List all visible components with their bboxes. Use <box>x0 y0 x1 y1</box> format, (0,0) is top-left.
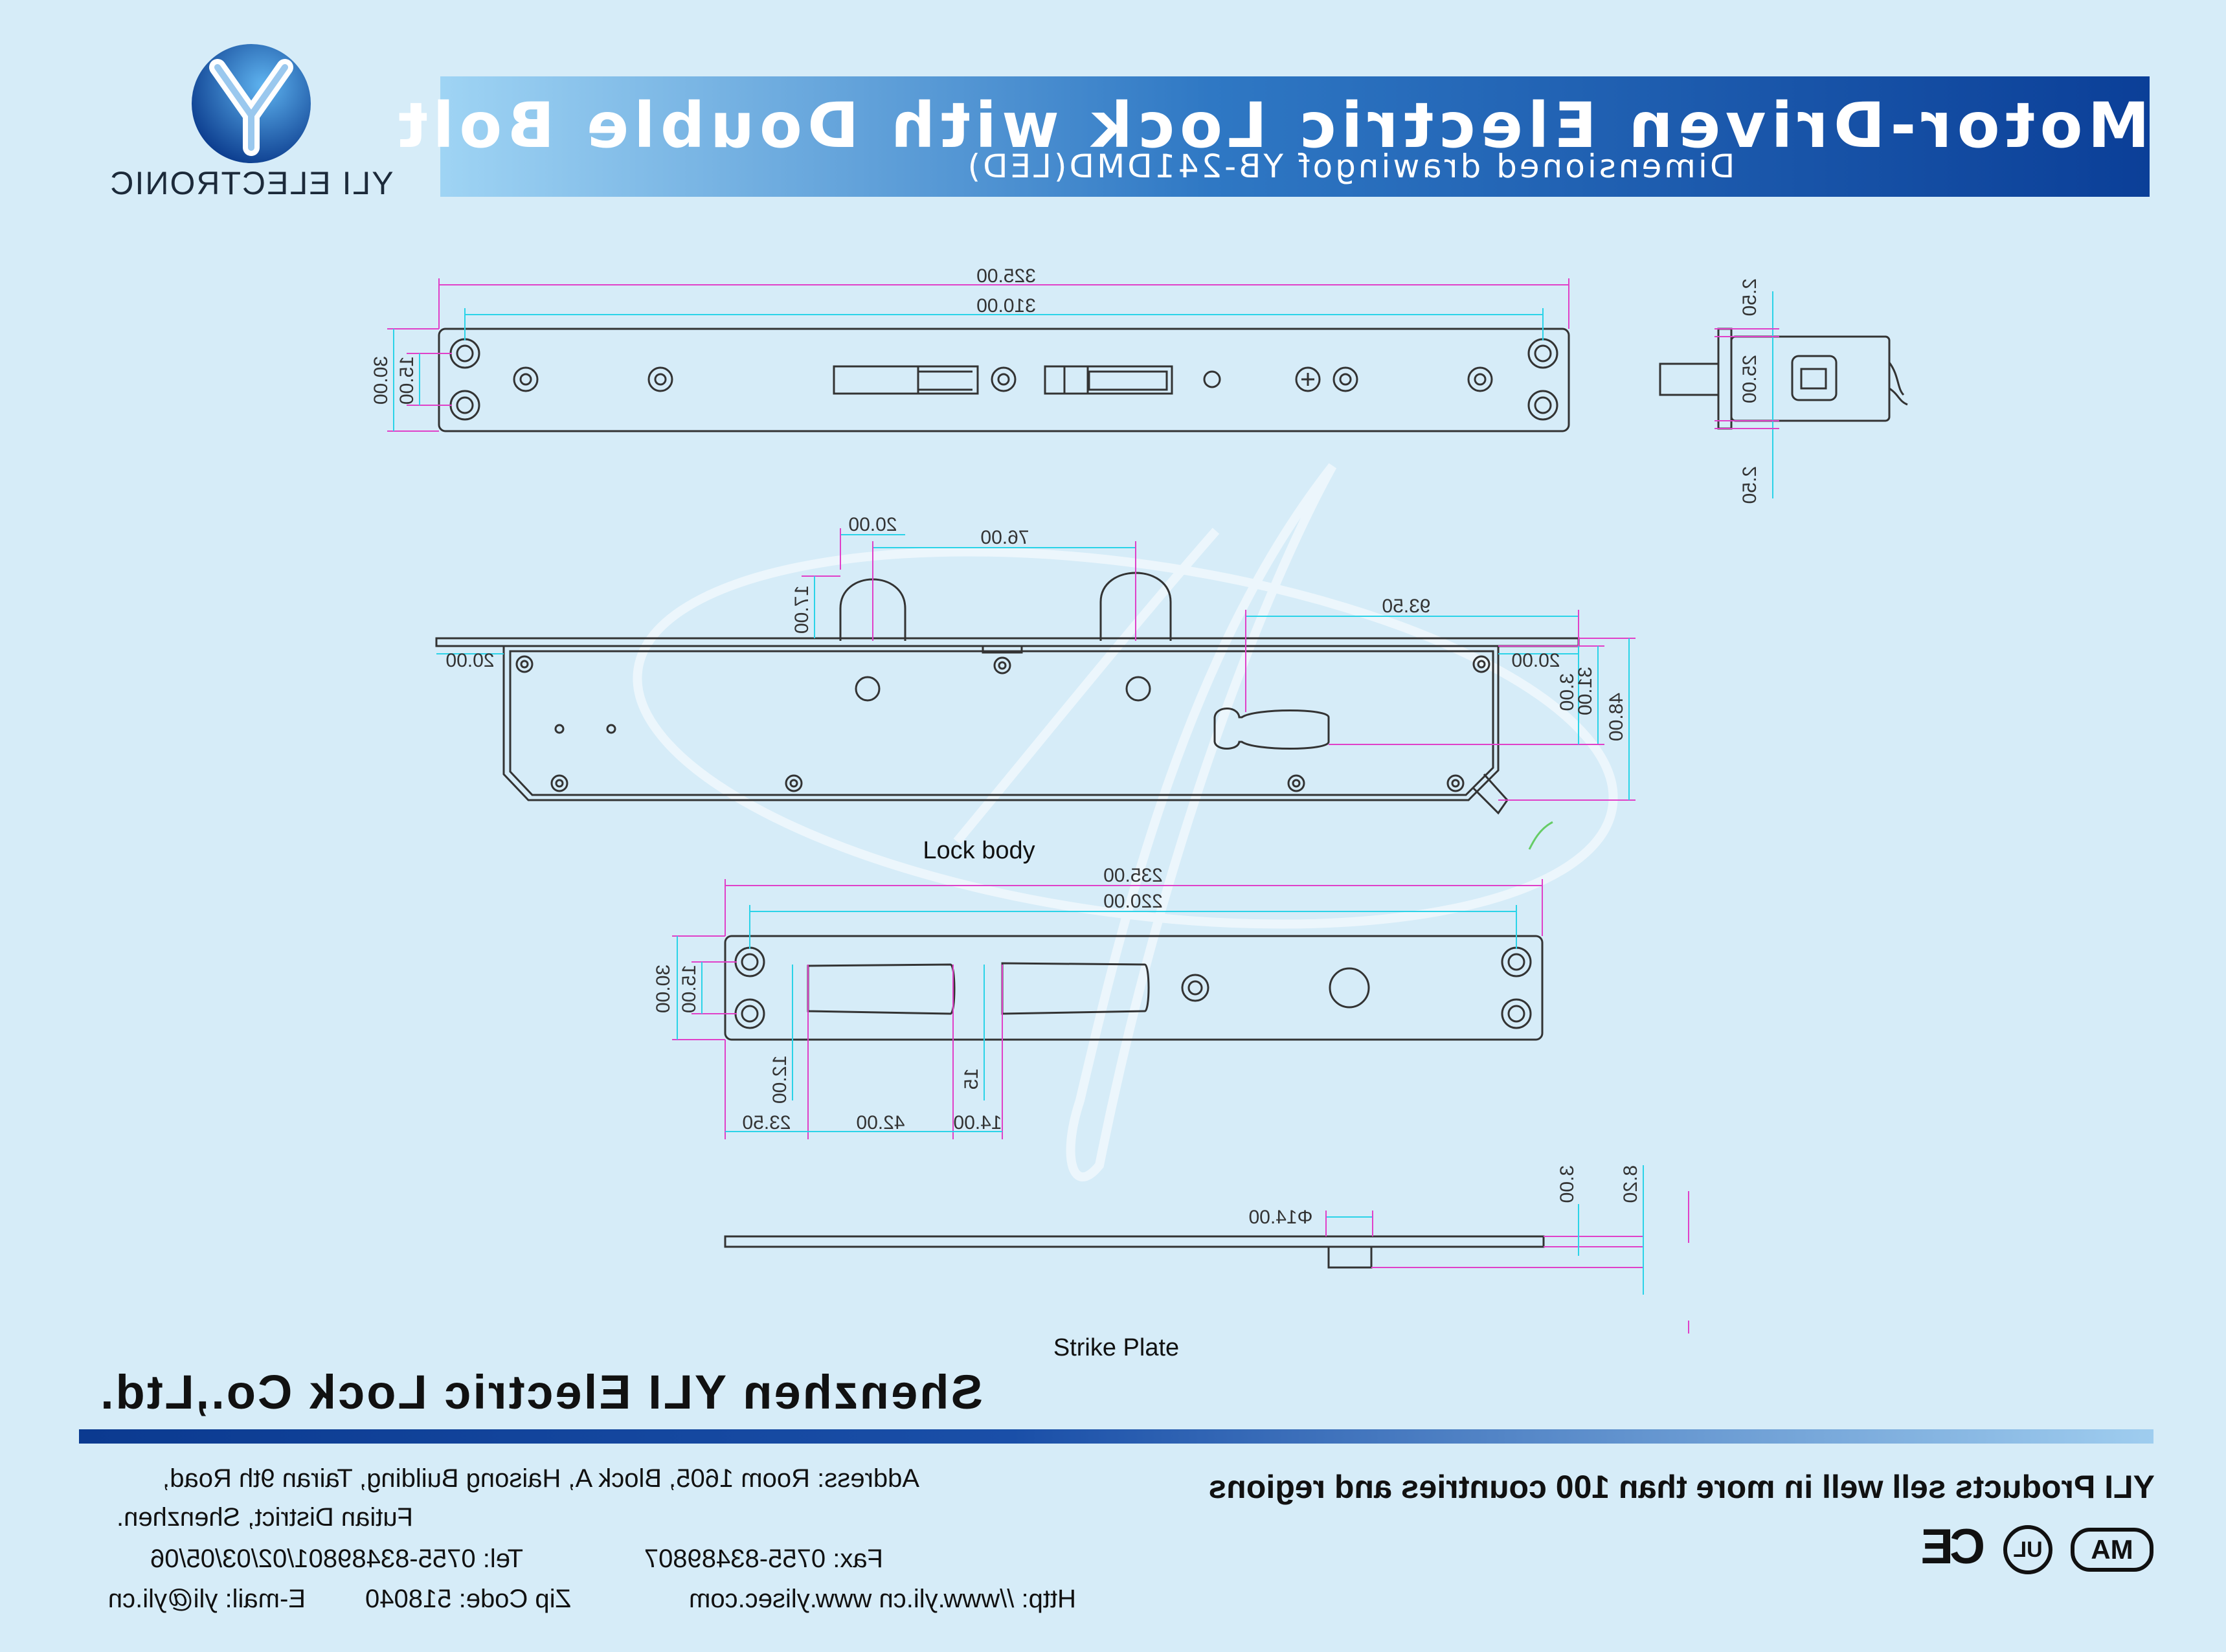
lock-dim-right-margin: 20.00 <box>445 650 494 671</box>
company-name: Shenzhen YLI Electric Lock Co.,Ltd. <box>98 1365 983 1419</box>
zip-code: Zip Code: 518040 <box>365 1585 571 1613</box>
watermark <box>633 463 1618 1182</box>
address-line1: Address: Room 1605, Block A, Haisong Bui… <box>163 1464 919 1493</box>
strike-dim-slot-length: 42.00 <box>856 1112 905 1133</box>
lock-body-dims <box>436 528 1636 801</box>
strike-side-dims <box>1325 1165 1689 1334</box>
address-line2: Futian District, Shenzhen. <box>117 1503 413 1532</box>
lock-dim-bolt-width: 20.00 <box>848 514 897 535</box>
strike-dim-slot-gap: 14.00 <box>953 1112 1002 1133</box>
fax: Fax: 0755-83489807 <box>644 1545 883 1573</box>
top-dim-overall: 325.00 <box>976 265 1036 287</box>
ul-mark-icon: UL <box>2003 1525 2052 1574</box>
side-dim-upper: 2.50 <box>1739 278 1760 316</box>
email: E-mail: yli@yli.cn <box>107 1585 306 1613</box>
slogan: YLI Products sell well in more than 100 … <box>1208 1469 2155 1505</box>
side-view <box>1659 328 1908 430</box>
footer-rule <box>79 1429 2153 1444</box>
strike-dim-slot-offset: 12.00 <box>769 1055 791 1104</box>
tel: Tel: 0755-83489801/02/03/05/06 <box>150 1545 523 1573</box>
strike-plate-dims <box>672 879 1543 1139</box>
strike-dim-thickness-plate: 3.00 <box>1557 1165 1578 1203</box>
website: Http: //www.yli.cn www.ylisec.com <box>689 1585 1076 1613</box>
top-dim-width-outer: 30.00 <box>370 356 392 405</box>
top-view-dims <box>387 278 1569 432</box>
strike-dim-stud: Φ14.00 <box>1248 1207 1312 1228</box>
side-dim-lower: 2.50 <box>1739 466 1760 504</box>
lock-dim-bolt-height: 17.00 <box>791 585 813 634</box>
ce-mark-icon: CE <box>1924 1519 1985 1574</box>
strike-plate-side <box>724 1235 1545 1269</box>
lock-dim-cylinder: 93.50 <box>1382 596 1430 617</box>
strike-plate-label: Strike Plate <box>1053 1334 1179 1361</box>
top-dim-holes: 310.00 <box>976 295 1036 317</box>
side-view-dims <box>1714 291 1779 498</box>
company-logo-icon <box>192 44 311 163</box>
strike-dim-end-offset: 23.50 <box>742 1112 791 1133</box>
strike-dim-width-inner: 15.00 <box>679 965 700 1013</box>
strike-dim-width-outer: 30.00 <box>653 965 674 1013</box>
side-dim-middle: 25.00 <box>1739 355 1760 403</box>
lock-dim-body-height: 48.00 <box>1606 693 1627 741</box>
lock-body <box>435 572 1580 850</box>
cma-mark-icon: MA <box>2071 1528 2153 1572</box>
top-view-faceplate <box>438 328 1570 432</box>
strike-dim-overall: 235.00 <box>1103 865 1163 886</box>
strike-dim-slot-depth: 15 <box>961 1068 982 1089</box>
lock-dim-left-margin: 20.00 <box>1511 650 1560 671</box>
strike-dim-thickness-total: 8.20 <box>1620 1165 1641 1203</box>
strike-dim-holes: 220.00 <box>1103 891 1163 912</box>
lock-dim-upper-a: 31.00 <box>1575 667 1596 715</box>
lock-body-label: Lock body <box>923 837 1035 864</box>
top-dim-width-inner: 15.00 <box>396 356 418 405</box>
lock-dim-upper-b: 3.00 <box>1557 673 1578 711</box>
lock-dim-bolt-spacing: 76.00 <box>980 527 1029 548</box>
